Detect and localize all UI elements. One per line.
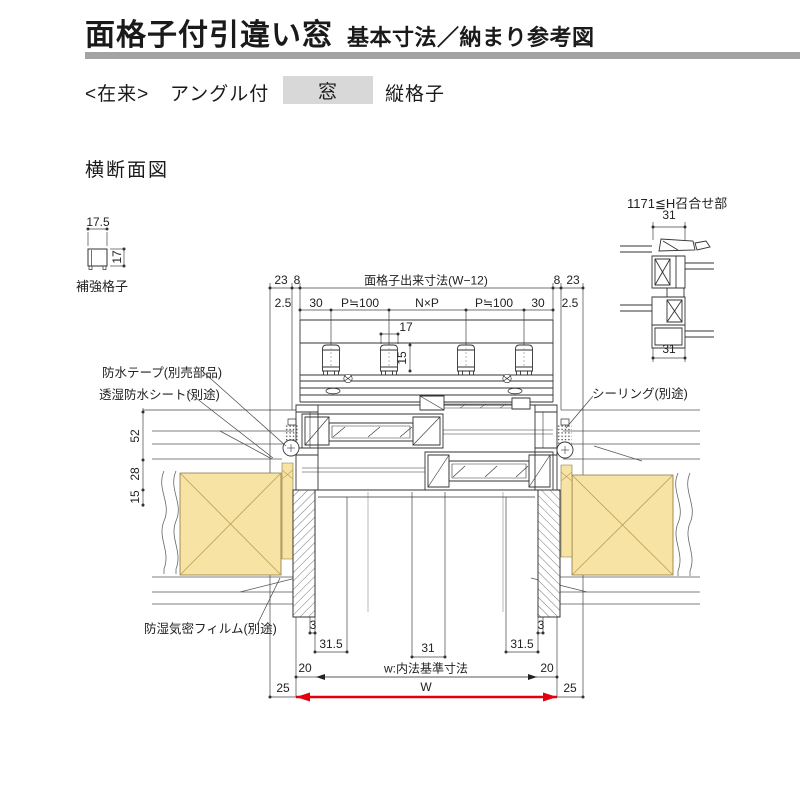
section-title: 横断面図: [85, 160, 170, 181]
dim-52: 52: [128, 429, 142, 443]
dim-8-left: 8: [293, 273, 301, 287]
dim-31-center: 31: [421, 641, 435, 655]
wall-lines: [152, 410, 700, 612]
inner-width-dimension: [316, 674, 537, 680]
callout-sealing: シーリング(別途): [592, 387, 688, 401]
dim-30-right: 30: [531, 296, 545, 310]
dim-25-right: 25: [563, 681, 577, 695]
dim-3-left: 3: [309, 618, 317, 632]
reinforce-height-dim: 17: [110, 250, 124, 264]
reinforce-grille-drawing: [86, 227, 126, 270]
spec-lattice: 縦格子: [385, 84, 446, 105]
meeting-dim-top: 31: [662, 208, 676, 222]
callout-moisture-film: 防湿気密フィルム(別途): [144, 622, 277, 636]
dim-20-left: 20: [298, 661, 312, 675]
dim-25-left: 25: [276, 681, 290, 695]
meeting-stile-drawing: [620, 222, 714, 362]
dim-p100-left: P≒100: [340, 296, 380, 310]
sealing-bead: [283, 424, 573, 458]
callout-waterproof-sheet: 透湿防水シート(別途): [99, 388, 220, 402]
spec-prefix: <在来>: [85, 84, 150, 105]
dim-20-right: 20: [540, 661, 554, 675]
lattice-bar: [458, 345, 475, 375]
insulation-batt: [162, 471, 693, 576]
title-sub: 基本寸法／納まり参考図: [347, 25, 595, 50]
lattice-bar: [323, 345, 340, 375]
spec-window-box: 窓: [283, 76, 373, 104]
dim-31-5-left: 31.5: [319, 637, 343, 651]
meeting-dim-bottom: 31: [662, 342, 676, 356]
dim-bar-depth: 15: [395, 351, 409, 365]
reinforce-width-dim: 17.5: [86, 215, 110, 229]
interior-casing: [293, 490, 560, 617]
dim-8-right: 8: [553, 273, 561, 287]
dim-2-5-left: 2.5: [274, 296, 292, 310]
title-divider: [85, 52, 800, 59]
spec-window-label: 窓: [317, 81, 338, 103]
w-dimension-arrow: [296, 692, 557, 702]
dim-28: 28: [128, 467, 142, 481]
dim-30-left: 30: [309, 296, 323, 310]
dim-15: 15: [128, 490, 142, 504]
screw-icon: [344, 374, 511, 382]
dimension-ticks: [141, 286, 585, 699]
page-title: 面格子付引違い窓 基本寸法／納まり参考図: [85, 10, 595, 54]
dim-w-label: W: [420, 680, 432, 694]
leader-lines: [187, 370, 593, 625]
dim-bar-width: 17: [399, 320, 413, 334]
dim-w-base-label: w:内法基準寸法: [383, 661, 469, 676]
meeting-detail-label: 1171≦H召合せ部: [627, 196, 728, 211]
dim-31-5-right: 31.5: [510, 637, 534, 651]
lattice-bar: [516, 345, 533, 375]
dim-3-right: 3: [537, 618, 545, 632]
title-main: 面格子付引違い窓: [85, 19, 333, 52]
dim-p100-right: P≒100: [474, 296, 514, 310]
face-grille: [300, 320, 553, 402]
inner-sash: [302, 452, 553, 490]
dim-23-left: 23: [274, 273, 288, 287]
dim-nxp: N×P: [415, 296, 439, 310]
reinforce-label: 補強格子: [76, 279, 129, 294]
spec-angle: アングル付: [170, 84, 270, 105]
callout-waterproof-tape: 防水テープ(別売部品): [102, 366, 223, 380]
outer-sash: [302, 414, 553, 448]
dim-23-right: 23: [566, 273, 580, 287]
window-frame: [288, 396, 569, 497]
dim-grille-width: 面格子出来寸法(W−12): [364, 273, 488, 288]
dim-2-5-right: 2.5: [561, 296, 579, 310]
wood-stud: [180, 463, 673, 575]
lattice-bar: [381, 345, 398, 375]
